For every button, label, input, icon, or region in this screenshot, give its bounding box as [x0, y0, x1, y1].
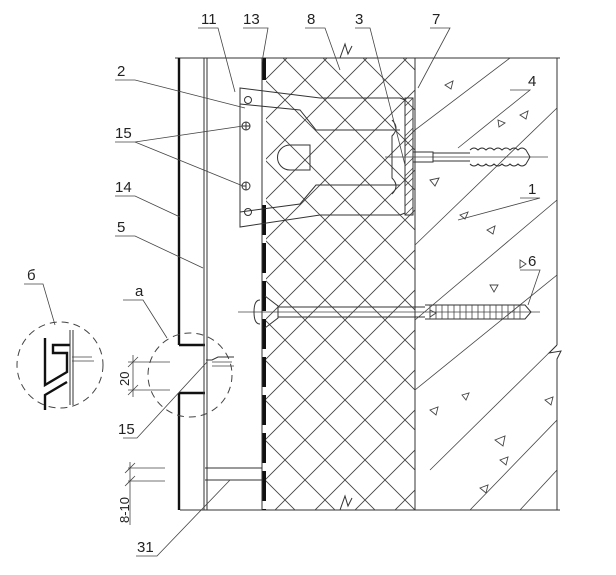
callout-5: 5 — [117, 219, 125, 236]
thermal-pad-hatch — [404, 97, 414, 216]
insulation-anchor — [238, 295, 540, 329]
insulation-layer — [266, 42, 416, 511]
rivets — [241, 121, 251, 191]
subframe-profile — [203, 58, 208, 510]
callout-15-top: 15 — [115, 125, 132, 142]
callout-a: а — [135, 283, 144, 300]
callout-4: 4 — [528, 73, 536, 90]
callout-15-bottom: 15 — [118, 421, 135, 438]
callout-b: б — [27, 267, 36, 284]
detail-circle-b — [16, 321, 104, 410]
callout-13: 13 — [243, 11, 260, 28]
dimension-8-10-label: 8-10 — [117, 497, 132, 523]
callout-6: 6 — [528, 253, 536, 270]
dimension-20-label: 20 — [117, 372, 132, 386]
callout-1: 1 — [528, 181, 536, 198]
callout-7: 7 — [432, 11, 440, 28]
cladding-panel — [177, 58, 205, 510]
callout-2: 2 — [117, 63, 125, 80]
leader-lines — [24, 27, 541, 557]
callout-11: 11 — [201, 11, 217, 28]
callout-3: 3 — [355, 11, 363, 28]
spacer — [205, 467, 262, 481]
dimension-20 — [127, 355, 170, 397]
anchor-dowel — [385, 147, 548, 167]
dimension-8-10 — [124, 462, 165, 525]
callout-8: 8 — [307, 11, 315, 28]
callout-14: 14 — [115, 179, 132, 196]
aggregate-marks — [429, 80, 554, 494]
detail-circle-a — [147, 332, 234, 418]
callout-31: 31 — [137, 539, 154, 556]
masonry-wall — [415, 58, 557, 510]
